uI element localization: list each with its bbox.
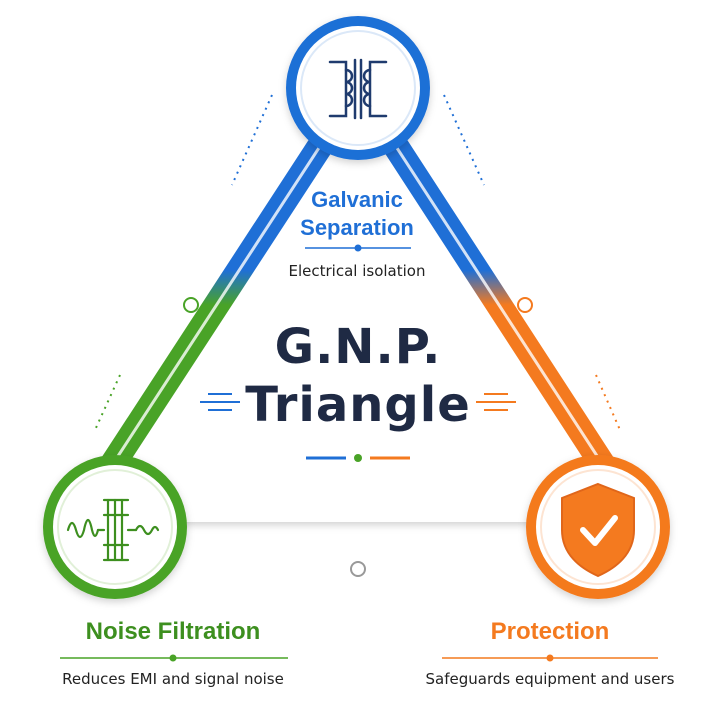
center-title-line2: Triangle bbox=[245, 377, 471, 433]
right-dash-marks bbox=[476, 393, 516, 411]
junction-dot-bottom bbox=[350, 561, 366, 577]
right-title-divider bbox=[442, 654, 658, 662]
left-title-divider bbox=[60, 654, 288, 662]
top-title-divider bbox=[305, 244, 411, 252]
node-top bbox=[286, 16, 430, 160]
top-node-subtitle: Electrical isolation bbox=[288, 262, 426, 280]
triangle-body bbox=[75, 88, 640, 522]
right-node-title: Protection bbox=[490, 618, 610, 645]
top-node-title: Galvanic Separation bbox=[247, 186, 467, 242]
left-node-subtitle: Reduces EMI and signal noise bbox=[62, 670, 284, 688]
right-node-subtitle: Safeguards equipment and users bbox=[425, 670, 675, 688]
decorative-dotted-lines bbox=[94, 94, 621, 431]
transformer-icon bbox=[328, 58, 388, 120]
top-node-title-line1: Galvanic bbox=[311, 187, 403, 212]
junction-dot-left bbox=[183, 297, 199, 313]
left-node-title: Noise Filtration bbox=[85, 618, 261, 645]
shield-check-icon bbox=[561, 482, 635, 578]
node-right bbox=[526, 455, 670, 599]
center-title: G.N.P. Triangle bbox=[197, 318, 519, 434]
noise-filter-icon bbox=[66, 498, 160, 562]
top-node-title-line2: Separation bbox=[300, 215, 414, 240]
node-left bbox=[43, 455, 187, 599]
center-divider bbox=[306, 454, 410, 462]
left-dash-marks bbox=[200, 393, 240, 411]
junction-dot-right bbox=[517, 297, 533, 313]
center-title-line1: G.N.P. bbox=[274, 319, 442, 375]
